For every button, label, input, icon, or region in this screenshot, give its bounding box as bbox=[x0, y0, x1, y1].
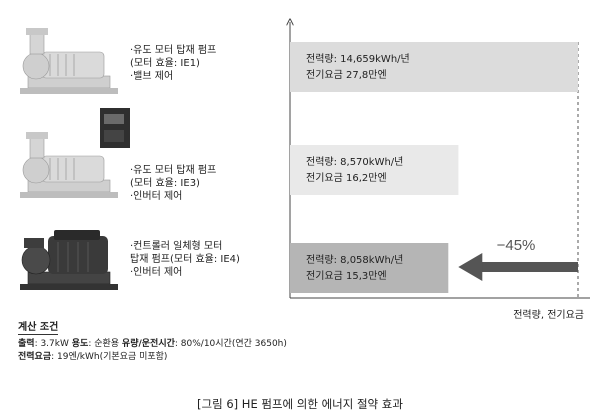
pump-ie1-line: ·유도 모터 탑재 펌프 bbox=[130, 45, 217, 56]
pump-ie3-image bbox=[20, 108, 130, 198]
figure-caption: [그림 6] HE 펌프에 의한 에너지 절약 효과 bbox=[197, 397, 403, 411]
bar-3-label: 전력량: 8,058kWh/년 bbox=[306, 254, 403, 266]
bar-2-label: 전력량: 8,570kWh/년 bbox=[306, 156, 403, 168]
bar-1-label: 전기요금 27,8만엔 bbox=[306, 69, 387, 81]
inverter-unit-illustration bbox=[100, 108, 130, 148]
pump-ie4-illustration bbox=[20, 230, 118, 290]
bar-3-label: 전기요금 15,3만엔 bbox=[306, 270, 387, 282]
pump-ie1-illustration bbox=[20, 28, 118, 94]
pump-ie1-line: (모터 효율: IE1) bbox=[130, 58, 200, 69]
calc-text: 전력요금 bbox=[18, 352, 52, 362]
pump-ie3-line: ·인버터 제어 bbox=[130, 191, 183, 202]
pump-ie3-line: (모터 효율: IE3) bbox=[130, 178, 200, 189]
pump-ie1-label: ·유도 모터 탑재 펌프 (모터 효율: IE1) ·밸브 제어 bbox=[130, 44, 216, 83]
bar-2 bbox=[290, 145, 459, 195]
pump-ie1-image bbox=[20, 28, 118, 94]
bar-1-label: 전력량: 14,659kWh/년 bbox=[306, 53, 410, 65]
calc-conditions-line-1: 출력: 3.7kW 용도: 순환용 유량/운전시간: 80%/10시간(연간 3… bbox=[18, 338, 287, 351]
calc-text: 용도 bbox=[71, 339, 89, 349]
calc-text: : 80%/10시간(연간 3650h) bbox=[174, 339, 287, 349]
x-axis-label: 전력량, 전기요금 bbox=[513, 309, 584, 321]
reduction-arrow-shaft bbox=[480, 262, 578, 272]
bar-1 bbox=[290, 42, 578, 92]
pump-ie4-line: ·컨트롤러 일체형 모터 bbox=[130, 241, 223, 252]
reduction-arrow bbox=[458, 253, 578, 281]
calc-text: : 3.7kW bbox=[34, 339, 72, 349]
pump-ie4-label: ·컨트롤러 일체형 모터 탑재 펌프(모터 효율: IE4) ·인버터 제어 bbox=[130, 240, 240, 279]
pump-ie4-image bbox=[20, 230, 118, 290]
reduction-arrow-head bbox=[458, 253, 483, 281]
reduction-label: −45% bbox=[497, 237, 536, 254]
calc-text: : 순환용 bbox=[88, 339, 122, 349]
calc-text: 유량/운전시간 bbox=[121, 339, 175, 349]
pump-ie1-line: ·밸브 제어 bbox=[130, 71, 174, 82]
calc-text: : 19엔/kWh(기본요금 미포함) bbox=[51, 352, 168, 362]
pump-ie3-label: ·유도 모터 탑재 펌프 (모터 효율: IE3) ·인버터 제어 bbox=[130, 164, 216, 203]
calc-conditions-title: 계산 조건 bbox=[18, 318, 59, 335]
calc-conditions-line-2: 전력요금: 19엔/kWh(기본요금 미포함) bbox=[18, 351, 167, 364]
bar-3 bbox=[290, 243, 449, 293]
pump-ie4-line: ·인버터 제어 bbox=[130, 267, 183, 278]
pump-ie4-line: 탑재 펌프(모터 효율: IE4) bbox=[130, 254, 240, 265]
calc-text: 출력 bbox=[18, 339, 35, 349]
bar-2-label: 전기요금 16,2만엔 bbox=[306, 172, 387, 184]
pump-ie3-illustration bbox=[20, 132, 118, 198]
pump-ie3-line: ·유도 모터 탑재 펌프 bbox=[130, 165, 217, 176]
